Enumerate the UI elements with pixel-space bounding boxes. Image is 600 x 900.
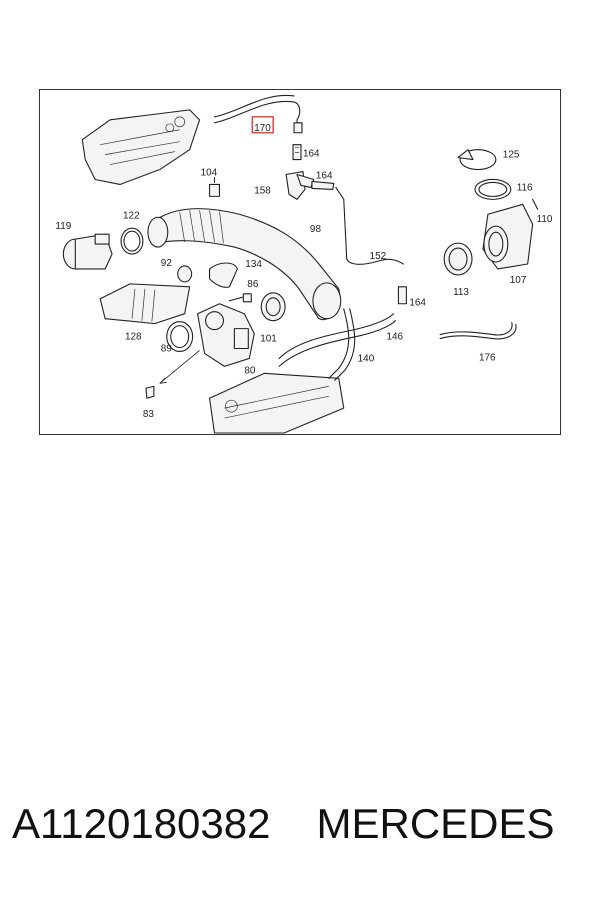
part-98-air-duct [147, 208, 342, 321]
callout-89: 89 [161, 343, 173, 354]
callout-86: 86 [247, 279, 259, 290]
callout-83: 83 [143, 409, 155, 420]
product-caption: A1120180382 MERCEDES [12, 800, 592, 848]
part-122-clamp [120, 227, 144, 255]
part-119-air-flow-sensor [62, 233, 113, 270]
callout-152: 152 [370, 251, 387, 262]
brand-name: MERCEDES [316, 800, 555, 847]
callout-146: 146 [386, 332, 403, 343]
part-134-hose [208, 262, 238, 288]
part-113-clamp [443, 242, 473, 276]
callout-128: 128 [125, 332, 142, 343]
part-152-line [335, 186, 404, 265]
part-number: A1120180382 [12, 800, 271, 847]
part-80-throttle-body [197, 303, 255, 367]
intake-manifold-top [81, 109, 201, 185]
callout-92: 92 [161, 258, 173, 269]
callout-80: 80 [244, 365, 256, 376]
part-128-filter-housing [99, 283, 191, 325]
part-176-line [439, 324, 517, 340]
callout-122: 122 [123, 210, 140, 221]
callout-164-top: 164 [303, 149, 320, 160]
part-83-clip [145, 385, 155, 399]
callout-125: 125 [503, 150, 520, 161]
part-125-clamp [457, 149, 497, 171]
callout-104: 104 [201, 168, 218, 179]
part-164-fitting-mid [311, 180, 335, 190]
part-89-gasket [166, 321, 194, 353]
part-86-bolt [228, 293, 252, 303]
callout-110: 110 [537, 214, 553, 225]
callout-134: 134 [245, 259, 262, 270]
engine-lower-cover [208, 372, 345, 434]
callout-116: 116 [517, 182, 533, 193]
part-104-bolt [208, 176, 221, 197]
callout-158: 158 [254, 185, 271, 196]
leader-80 [159, 350, 200, 384]
callout-176: 176 [479, 352, 496, 363]
part-110-screw [532, 198, 539, 210]
part-140-hose [328, 308, 350, 379]
callout-164-mid: 164 [316, 170, 333, 181]
callout-170: 170 [254, 123, 271, 134]
diagram-drawing: 170 164 104 158 164 125 116 110 119 122 … [55, 94, 553, 434]
part-158-connector [285, 170, 315, 200]
part-146-hose [278, 313, 395, 359]
callout-113: 113 [453, 287, 469, 298]
exploded-parts-diagram: 170 164 104 158 164 125 116 110 119 122 … [39, 89, 561, 435]
part-164-fitting-top [292, 144, 302, 161]
part-101-ring [260, 292, 286, 322]
callout-98: 98 [310, 224, 322, 235]
part-170-hose [213, 94, 303, 134]
part-164-fitting-right [397, 286, 407, 305]
part-92-grommet [177, 265, 193, 283]
callout-107: 107 [510, 275, 527, 286]
callout-101: 101 [260, 334, 277, 345]
part-116-ring [474, 178, 512, 200]
callout-119: 119 [55, 221, 71, 232]
callout-164-right: 164 [409, 298, 426, 309]
part-170-highlight [251, 116, 274, 134]
callout-140: 140 [358, 353, 375, 364]
part-107-housing [482, 203, 534, 270]
